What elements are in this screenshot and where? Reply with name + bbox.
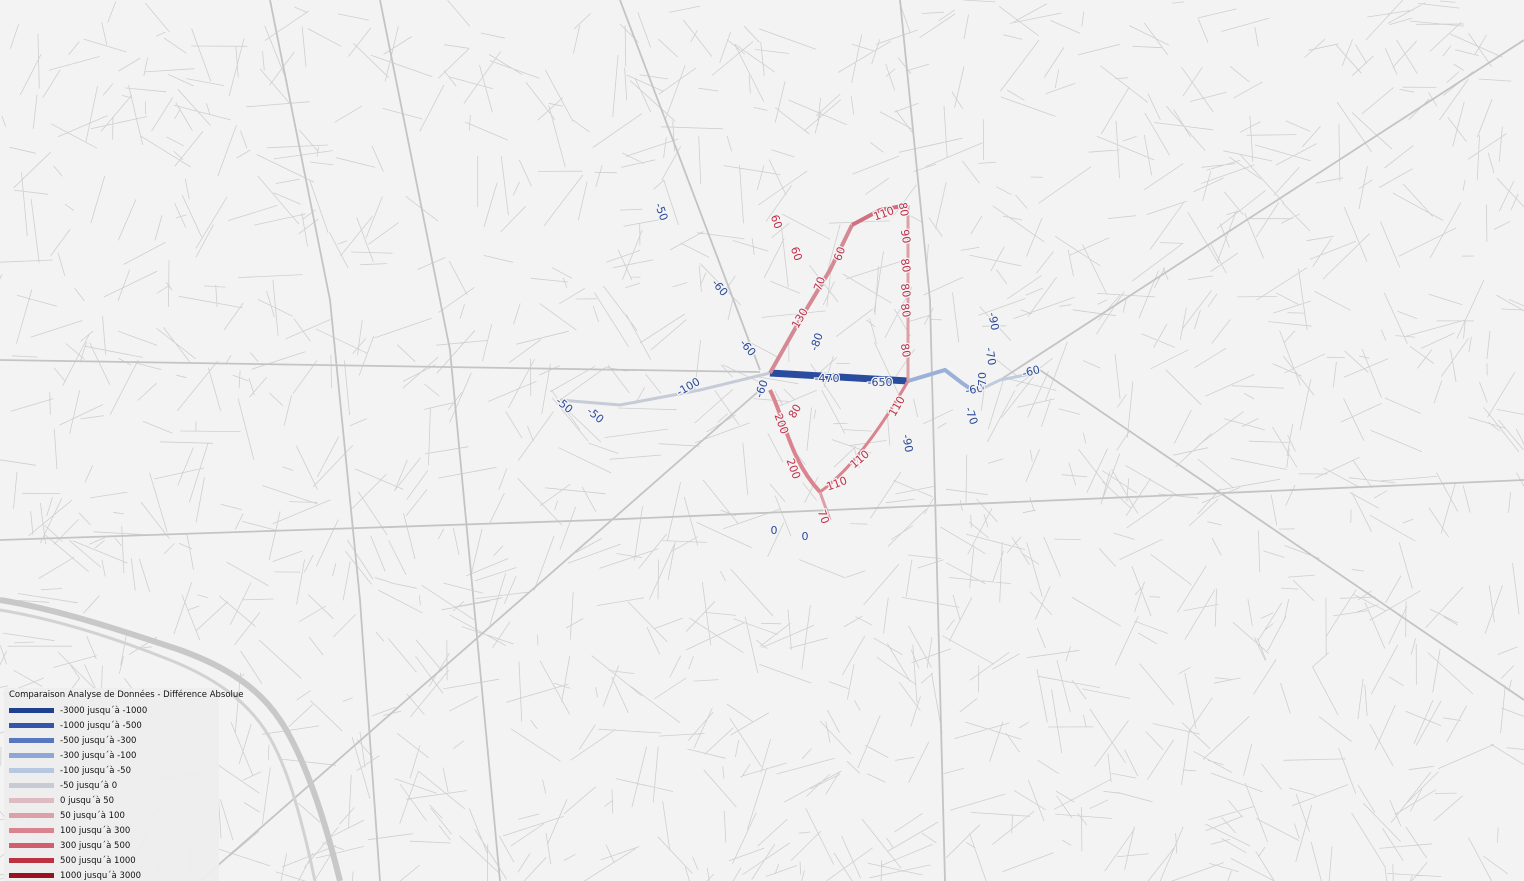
major-road-8 [199, 389, 761, 881]
value-label: -50 [652, 201, 670, 222]
flow-line-southeast-red [819, 380, 910, 494]
value-label: 80 [898, 342, 913, 358]
legend-item: 500 jusqu´à 1000 [9, 853, 136, 868]
legend-swatch [9, 813, 54, 818]
legend-swatch [9, 768, 54, 773]
major-road-6 [1039, 369, 1524, 701]
value-label: -90 [985, 311, 1001, 331]
flow-line-diagonal-red [768, 224, 854, 374]
legend-label: -50 jusqu´à 0 [60, 780, 118, 791]
major-road-1 [379, 0, 501, 881]
legend-swatch [9, 828, 54, 833]
river [0, 597, 343, 881]
flow-line-south-red [768, 389, 822, 494]
value-label: 60 [831, 245, 848, 263]
value-label: -60 [753, 378, 771, 399]
legend-swatch [9, 843, 54, 848]
legend-label: 100 jusqu´à 300 [60, 825, 131, 836]
value-label: -650 [868, 376, 893, 389]
value-label: 110 [825, 474, 849, 493]
legend-swatch [9, 723, 54, 728]
major-road-3 [0, 479, 1524, 541]
legend-item: -50 jusqu´à 0 [9, 778, 117, 793]
legend-label: -100 jusqu´à -50 [60, 765, 131, 776]
flow-lines [559, 203, 1036, 521]
value-label: 60 [768, 213, 785, 231]
legend-swatch [9, 783, 54, 788]
major-road-2 [899, 0, 946, 881]
value-label: 0 [802, 530, 809, 543]
major-road-4 [619, 0, 761, 371]
value-label: 110 [886, 394, 908, 419]
legend-swatch [9, 798, 54, 803]
value-label: 80 [898, 257, 913, 273]
legend-item: 300 jusqu´à 500 [9, 838, 130, 853]
value-label: -70 [976, 372, 989, 390]
major-road-5 [999, 39, 1524, 381]
legend-swatch [9, 753, 54, 758]
legend-label: -500 jusqu´à -300 [60, 735, 137, 746]
legend-item: 0 jusqu´à 50 [9, 793, 114, 808]
value-label: -470 [815, 372, 840, 385]
major-road-0 [269, 0, 381, 881]
legend-label: -300 jusqu´à -100 [60, 750, 137, 761]
legend-item: -3000 jusqu´à -1000 [9, 703, 147, 718]
value-label: -80 [808, 331, 826, 352]
legend-panel: Comparaison Analyse de Données - Différe… [4, 688, 244, 881]
legend-item: -100 jusqu´à -50 [9, 763, 131, 778]
major-road-7 [0, 359, 761, 373]
value-label: 70 [815, 508, 832, 526]
legend-label: 0 jusqu´à 50 [60, 795, 115, 806]
value-label: 60 [788, 245, 805, 263]
value-label: -60 [709, 277, 731, 299]
legend-swatch [9, 738, 54, 743]
river-layer [0, 597, 343, 881]
legend-label: 300 jusqu´à 500 [60, 840, 131, 851]
legend-label: 50 jusqu´à 100 [60, 810, 125, 821]
value-label: 80 [896, 201, 911, 217]
value-label: 90 [898, 228, 913, 244]
flow-line-east [907, 367, 977, 394]
legend-swatch [9, 858, 54, 863]
value-label: 0 [771, 524, 778, 537]
value-label: 70 [811, 275, 828, 293]
legend-swatch [9, 708, 54, 713]
value-label: 80 [786, 402, 804, 421]
value-label: 80 [898, 302, 913, 318]
legend-item: 50 jusqu´à 100 [9, 808, 125, 823]
legend-item: 1000 jusqu´à 3000 [9, 868, 141, 881]
flow-line-main-blue [769, 369, 909, 385]
legend-item: 100 jusqu´à 300 [9, 823, 130, 838]
flow-line-east-2 [974, 371, 1036, 394]
legend-label: 1000 jusqu´à 3000 [60, 870, 142, 881]
flow-line-top-red [851, 203, 909, 227]
value-label: -100 [674, 375, 702, 399]
value-label: 80 [898, 282, 913, 298]
legend-swatch [9, 873, 54, 878]
legend-label: -1000 jusqu´à -500 [60, 720, 142, 731]
value-label: -60 [1021, 363, 1042, 380]
legend-item: -500 jusqu´à -300 [9, 733, 136, 748]
legend-item: -1000 jusqu´à -500 [9, 718, 142, 733]
flow-line-south-tail [818, 491, 832, 521]
legend-item: -300 jusqu´à -100 [9, 748, 136, 763]
value-label: -50 [584, 405, 606, 427]
value-label: -60 [964, 382, 984, 398]
river-bank [0, 608, 317, 881]
value-label: 110 [872, 204, 896, 223]
value-label: -70 [982, 346, 998, 366]
legend-label: -3000 jusqu´à -1000 [60, 705, 148, 716]
flow-line-west [559, 371, 771, 407]
value-label: -90 [899, 433, 915, 453]
legend-title: Comparaison Analyse de Données - Différe… [9, 690, 244, 700]
legend-label: 500 jusqu´à 1000 [60, 855, 136, 866]
value-label: -70 [962, 405, 980, 426]
